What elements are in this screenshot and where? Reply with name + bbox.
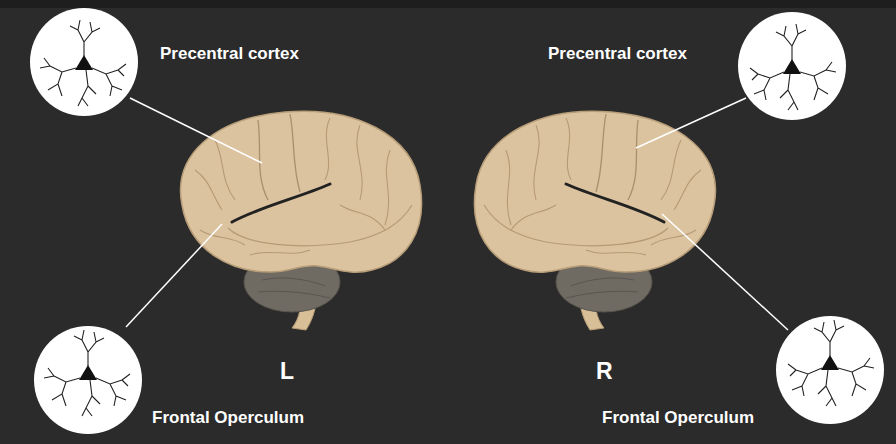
hemisphere-label: R xyxy=(596,358,613,385)
region-label: Precentral cortex xyxy=(548,44,687,64)
hemisphere-label: L xyxy=(280,358,294,385)
region-label: Frontal Operculum xyxy=(602,408,754,428)
region-label: Frontal Operculum xyxy=(152,408,304,428)
region-label: Precentral cortex xyxy=(160,44,299,64)
